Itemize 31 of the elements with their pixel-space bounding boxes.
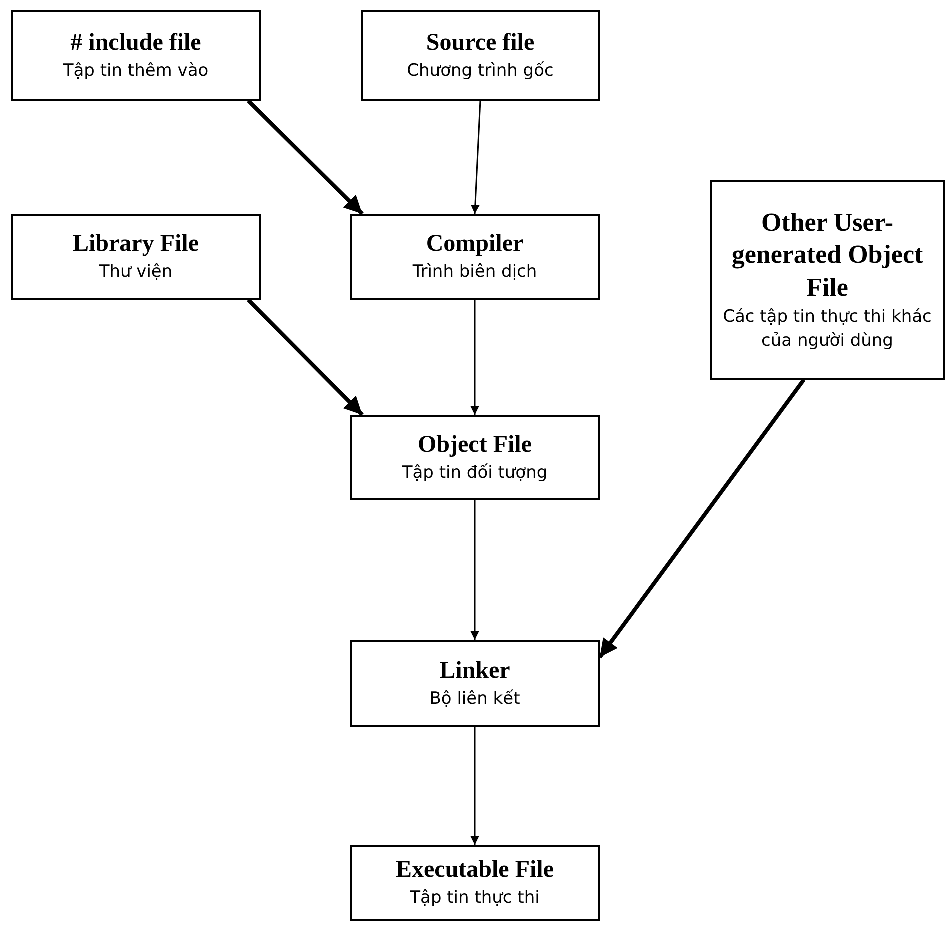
box-subtitle: Chương trình gốc — [407, 60, 554, 83]
box-title: Library File — [73, 230, 199, 260]
box-subtitle: Thư viện — [99, 261, 173, 284]
box-subtitle: Tập tin đối tượng — [402, 462, 548, 485]
box-title: # include file — [70, 28, 202, 58]
box-subtitle: Tập tin thêm vào — [63, 60, 209, 83]
process-box — [710, 180, 945, 380]
box-title: Source file — [426, 28, 535, 58]
arrow — [470, 500, 480, 640]
process-box — [350, 640, 600, 727]
arrow — [598, 378, 806, 659]
process-box — [11, 10, 261, 101]
process-box — [361, 10, 600, 101]
box-title: Other User-generated Object File — [730, 206, 924, 304]
box-subtitle: Tập tin thực thi — [410, 887, 540, 910]
process-box — [350, 214, 600, 300]
arrow — [470, 100, 482, 214]
process-box — [11, 214, 261, 300]
arrow — [247, 298, 364, 416]
arrow — [470, 300, 480, 415]
box-title: Compiler — [426, 230, 524, 260]
process-box — [350, 415, 600, 500]
process-box — [350, 845, 600, 921]
box-subtitle: Bộ liên kết — [430, 688, 520, 711]
box-subtitle: Các tập tin thực thi khác của người dùng — [722, 306, 933, 353]
box-title: Executable File — [396, 856, 554, 886]
box-title: Object File — [418, 430, 532, 460]
box-title: Linker — [440, 656, 510, 686]
arrow — [247, 100, 364, 216]
box-subtitle: Trình biên dịch — [412, 261, 538, 284]
arrow — [470, 727, 480, 845]
